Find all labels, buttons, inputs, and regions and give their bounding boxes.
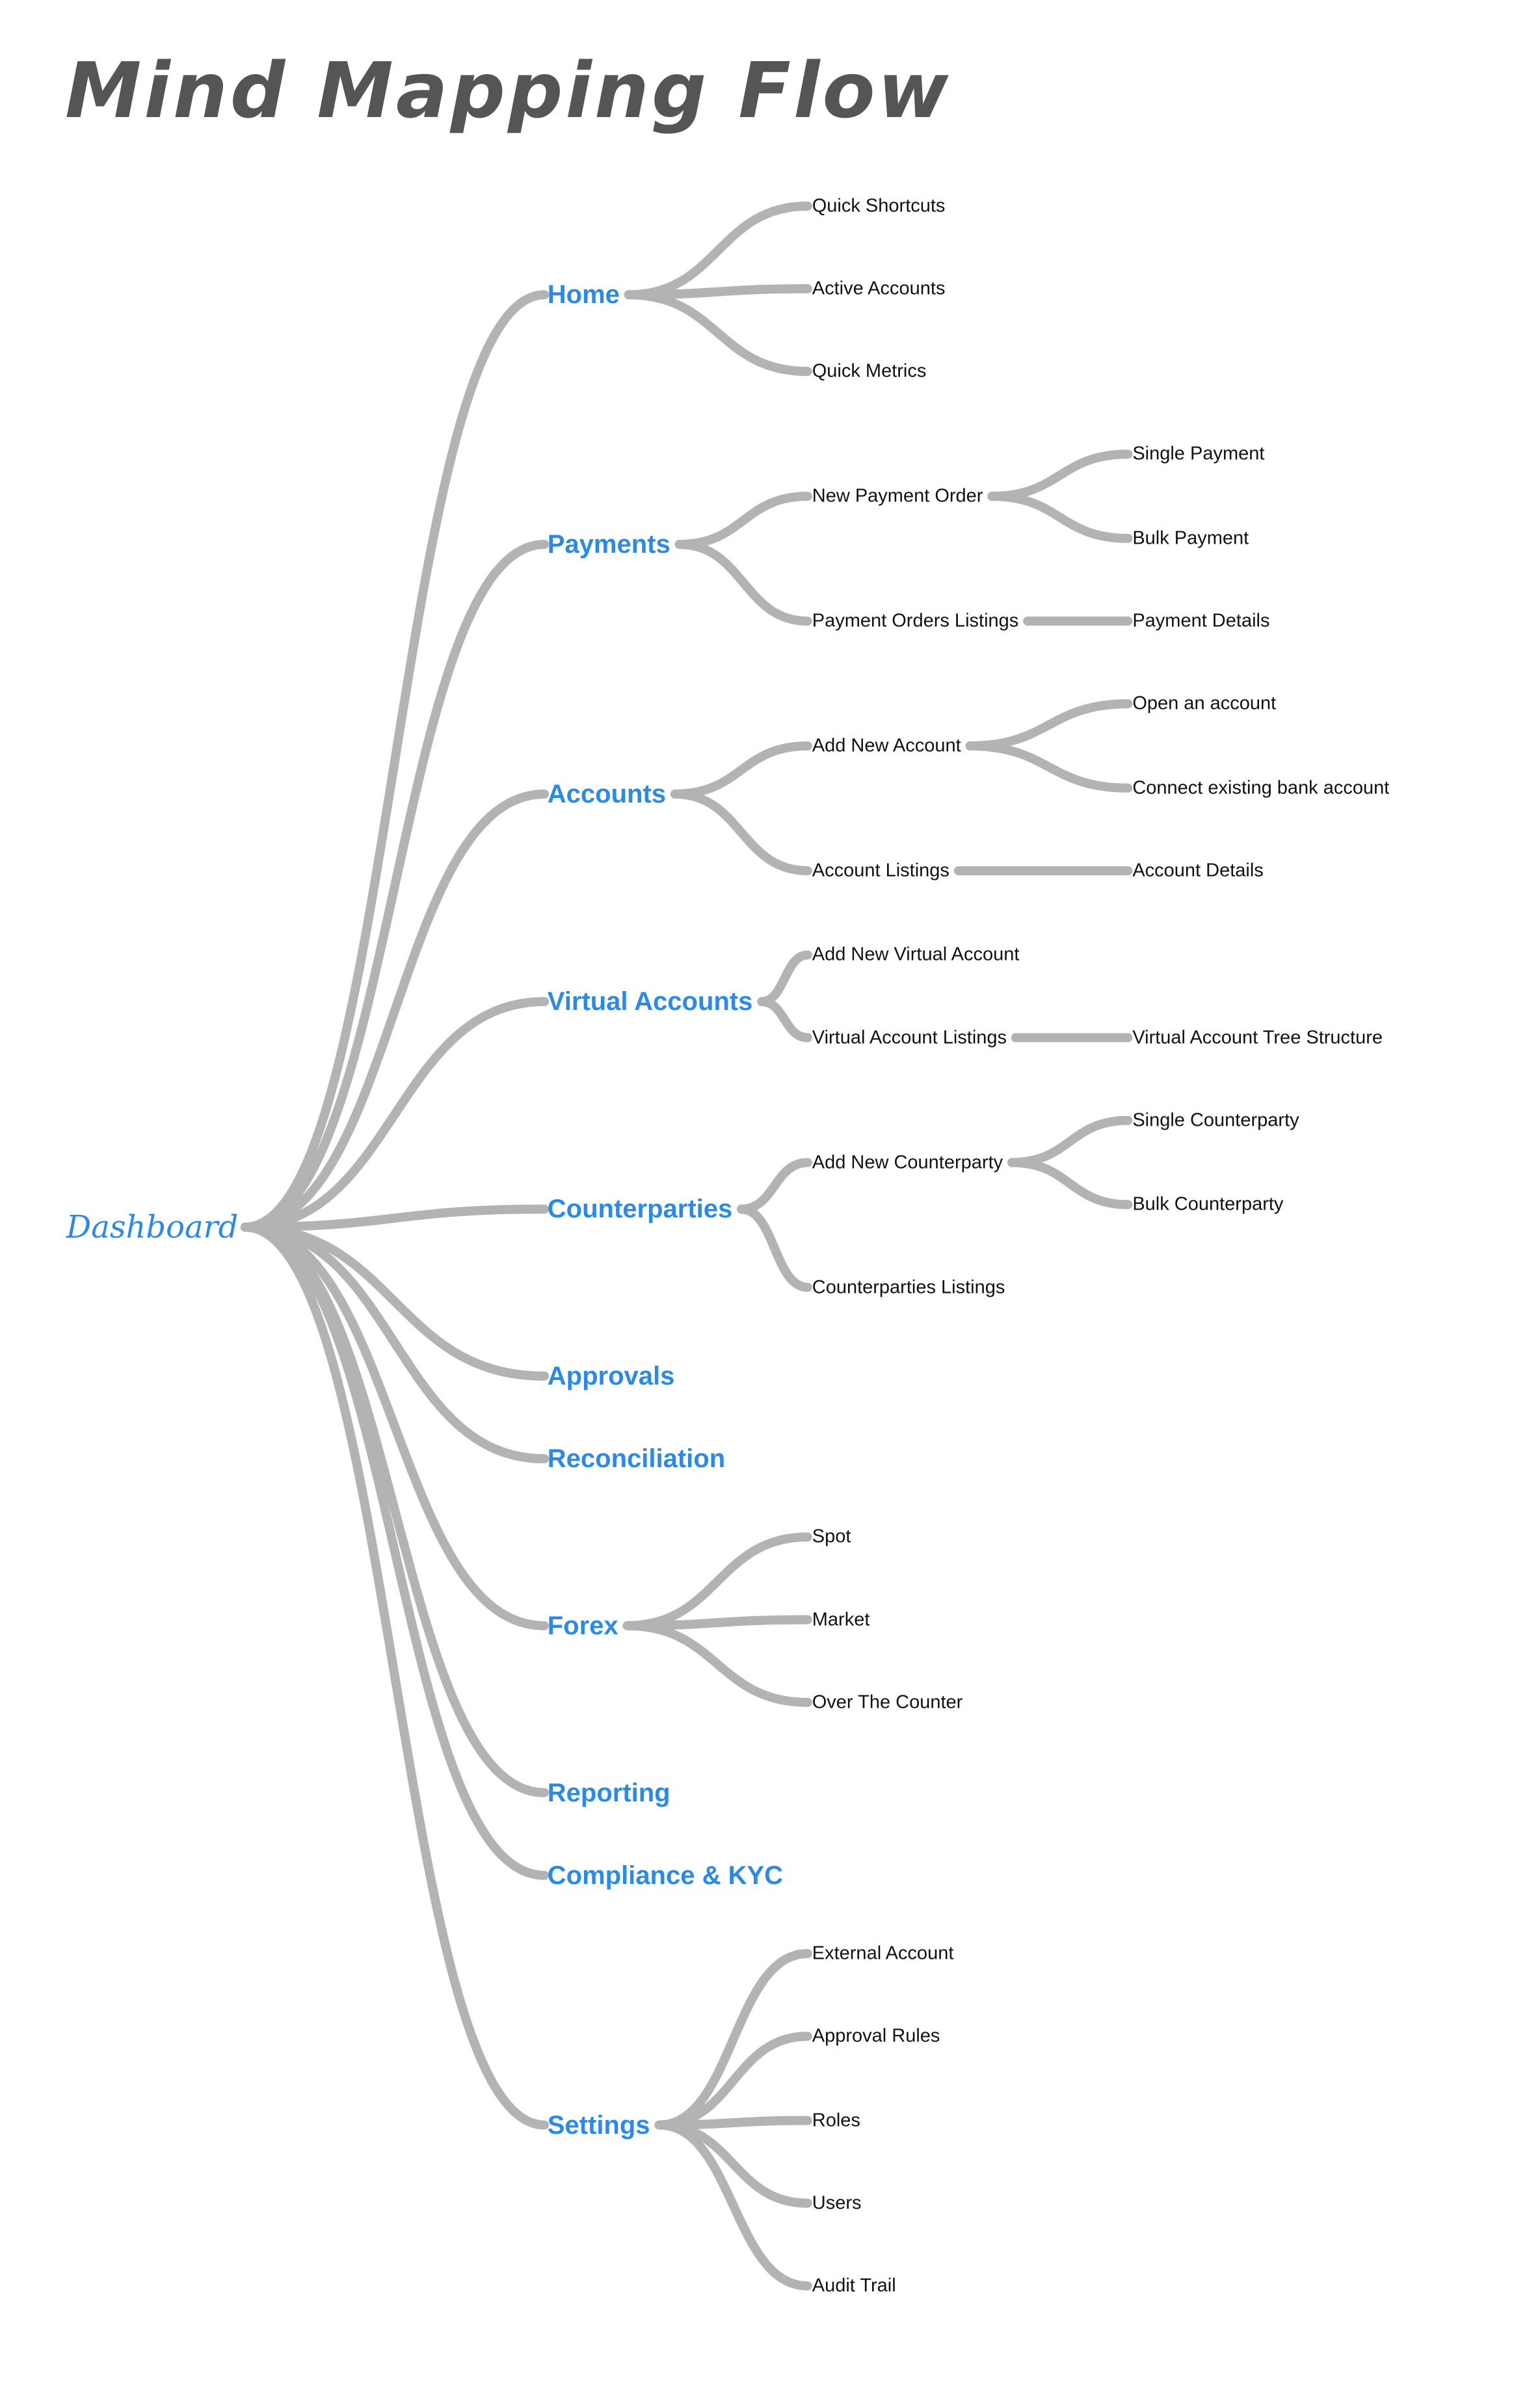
link-accounts-add-new-account [670, 741, 812, 799]
node-external-account: External Account [812, 1943, 954, 1964]
link-root-payments [240, 540, 550, 1232]
link-root-reporting [240, 1223, 550, 1798]
node-new-payment-order: New Payment Order [812, 485, 983, 507]
link-forex-over-the-counter [622, 1621, 812, 1707]
link-settings-users [654, 2120, 812, 2208]
node-over-the-counter: Over The Counter [812, 1692, 963, 1713]
link-root-reconciliation [240, 1223, 550, 1464]
branch-reconciliation: Reconciliation [547, 1444, 726, 1474]
node-connect-existing-bank-account: Connect existing bank account [1132, 777, 1390, 799]
node-audit-trail: Audit Trail [812, 2275, 896, 2296]
node-quick-shortcuts: Quick Shortcuts [812, 195, 946, 217]
link-home-quick-metrics [624, 290, 812, 377]
node-account-details: Account Details [1132, 860, 1264, 881]
node-roles: Roles [812, 2110, 860, 2131]
branch-virtual-accounts: Virtual Accounts [547, 987, 753, 1016]
node-add-new-counterparty: Add New Counterparty [812, 1152, 1003, 1173]
link-home-quick-shortcuts [624, 201, 812, 300]
link-settings-audit-trail [654, 2120, 812, 2290]
node-users: Users [812, 2192, 862, 2214]
node-add-new-account: Add New Account [812, 735, 961, 756]
link-payments-new-payment-order [674, 492, 812, 550]
link-add-new-counterparty-single-counterparty [1007, 1115, 1133, 1167]
link-virtual-accounts-virtual-account-listings [757, 997, 812, 1042]
node-payment-details: Payment Details [1132, 610, 1270, 631]
link-new-payment-order-single-payment [987, 449, 1133, 501]
branch-reporting: Reporting [547, 1778, 670, 1807]
link-new-payment-order-bulk-payment [987, 492, 1133, 543]
branch-counterparties: Counterparties [547, 1195, 733, 1224]
page-title: Mind Mapping Flow [65, 46, 951, 135]
link-counterparties-counterparties-listings [737, 1204, 812, 1292]
node-quick-metrics: Quick Metrics [812, 360, 927, 382]
node-account-listings: Account Listings [812, 860, 949, 881]
node-single-counterparty: Single Counterparty [1132, 1109, 1299, 1131]
link-payments-payment-orders-listings [674, 540, 812, 626]
node-payment-orders-listings: Payment Orders Listings [812, 610, 1019, 631]
link-root-compliance-and-kyc [240, 1223, 550, 1880]
node-counterparties-listings: Counterparties Listings [812, 1277, 1005, 1297]
node-approval-rules: Approval Rules [812, 2025, 940, 2047]
link-root-forex [240, 1223, 550, 1630]
node-active-accounts: Active Accounts [812, 278, 946, 299]
node-market: Market [812, 1609, 870, 1630]
link-forex-spot [622, 1532, 812, 1630]
branch-approvals: Approvals [547, 1361, 675, 1390]
branch-compliance-and-kyc: Compliance & KYC [547, 1861, 784, 1890]
link-virtual-accounts-add-new-virtual-account [757, 950, 812, 1007]
link-root-accounts [240, 789, 550, 1232]
branch-settings: Settings [547, 2110, 650, 2140]
link-add-new-account-connect-existing-bank-account [965, 741, 1133, 793]
node-add-new-virtual-account: Add New Virtual Account [812, 944, 1020, 965]
branch-home: Home [547, 280, 620, 310]
link-root-home [240, 290, 550, 1232]
node-bulk-payment: Bulk Payment [1132, 527, 1249, 549]
node-virtual-account-listings: Virtual Account Listings [812, 1027, 1007, 1048]
node-spot: Spot [812, 1526, 851, 1547]
link-root-virtual-accounts [240, 997, 550, 1232]
link-root-counterparties [240, 1204, 550, 1232]
root-node-label: Dashboard [66, 1209, 239, 1245]
branch-forex: Forex [547, 1611, 618, 1640]
branch-payments: Payments [547, 530, 670, 559]
link-root-settings [240, 1223, 550, 2130]
node-open-an-account: Open an account [1132, 693, 1277, 714]
link-counterparties-add-new-counterparty [737, 1158, 812, 1214]
node-single-payment: Single Payment [1132, 443, 1265, 464]
branch-accounts: Accounts [547, 780, 666, 808]
node-virtual-account-tree-structure: Virtual Account Tree Structure [1132, 1027, 1383, 1048]
link-add-new-account-open-an-account [965, 699, 1133, 750]
link-accounts-account-listings [670, 789, 812, 875]
link-add-new-counterparty-bulk-counterparty [1007, 1158, 1133, 1210]
node-bulk-counterparty: Bulk Counterparty [1132, 1193, 1284, 1215]
